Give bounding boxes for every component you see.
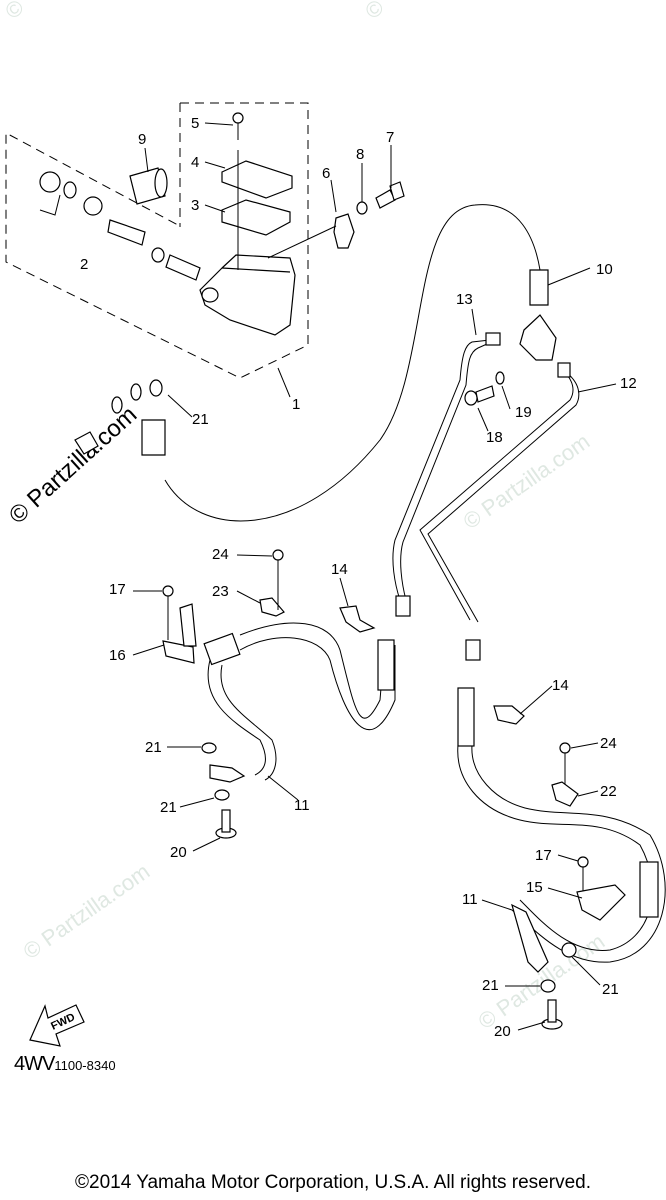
part-12-brake-pipe xyxy=(427,371,580,623)
part-21-washer xyxy=(540,979,556,993)
callout-13: 13 xyxy=(456,291,473,308)
arrow-fwd-icon: FWD xyxy=(29,1004,85,1047)
part-6-holder xyxy=(333,213,355,249)
callout-19: 19 xyxy=(515,404,532,421)
callout-7: 7 xyxy=(386,129,394,146)
part-19-washer xyxy=(495,371,505,385)
part-1-master-cylinder xyxy=(199,254,296,336)
callout-6: 6 xyxy=(322,165,330,182)
watermark-dark: © Partzilla.com xyxy=(4,401,142,529)
callout-20: 20 xyxy=(494,1023,511,1040)
hose-fitting xyxy=(457,687,475,747)
callout-17: 17 xyxy=(109,581,126,598)
callout-24: 24 xyxy=(600,735,617,752)
assembly-1-outline xyxy=(5,102,309,379)
part-10-hose-end xyxy=(529,269,549,306)
part-17-bolt xyxy=(162,585,174,640)
callout-11: 11 xyxy=(462,891,478,908)
part-2-piston-kit xyxy=(39,171,201,281)
copyright-footer: ©2014 Yamaha Motor Corporation, U.S.A. A… xyxy=(75,1172,591,1193)
callout-21: 21 xyxy=(602,981,619,998)
callout-12: 12 xyxy=(620,375,637,392)
part-20-union-bolt xyxy=(541,999,563,1030)
banjo-fitting xyxy=(74,379,166,456)
part-18-bolt xyxy=(464,385,495,406)
part-5-screw xyxy=(232,112,244,270)
callout-21: 21 xyxy=(160,799,177,816)
part-13-brake-pipe xyxy=(400,339,497,601)
part-15-bracket xyxy=(576,884,626,921)
callout-21: 21 xyxy=(192,411,209,428)
callout-11: 11 xyxy=(294,797,310,814)
watermark: © Partzilla.com xyxy=(19,859,155,965)
part-10-brake-hose xyxy=(164,204,541,522)
hose-fitting xyxy=(203,632,241,666)
leader-lines xyxy=(132,122,617,1031)
callout-14: 14 xyxy=(331,561,348,578)
part-21-washer xyxy=(201,742,217,754)
part-16-bracket xyxy=(179,603,197,647)
callout-22: 22 xyxy=(600,783,617,800)
watermark: © Partzilla.com xyxy=(459,429,595,535)
watermark: © xyxy=(361,0,389,24)
callout-20: 20 xyxy=(170,844,187,861)
part-11-brake-hose xyxy=(457,744,653,951)
part-21-washer xyxy=(214,789,230,801)
part-24-bolt xyxy=(272,549,284,610)
callout-9: 9 xyxy=(138,131,146,148)
banjo-fitting xyxy=(511,903,549,973)
part-13-brake-pipe xyxy=(392,339,491,601)
callout-10: 10 xyxy=(596,261,613,278)
callout-4: 4 xyxy=(191,154,199,171)
pipe-fitting xyxy=(395,332,571,661)
callout-24: 24 xyxy=(212,546,229,563)
part-11-brake-hose xyxy=(207,659,266,776)
part-21-washer xyxy=(561,942,577,958)
part-9-boot xyxy=(129,167,168,205)
part-14-clip xyxy=(493,705,525,725)
watermark: © xyxy=(1,0,29,24)
part-14-clip xyxy=(339,605,376,633)
part-20-union-bolt xyxy=(215,809,237,839)
callout-17: 17 xyxy=(535,847,552,864)
callout-21: 21 xyxy=(145,739,162,756)
part-11-brake-hose xyxy=(239,637,396,731)
diagram-code-number: 1100-8340 xyxy=(54,1058,116,1073)
part-7-bolt xyxy=(375,181,405,209)
part-4-cap xyxy=(221,160,293,199)
part-3-diaphragm xyxy=(221,199,291,236)
callout-3: 3 xyxy=(191,197,199,214)
callout-18: 18 xyxy=(486,429,503,446)
part-11-brake-hose xyxy=(239,622,386,719)
hose-fitting xyxy=(639,861,659,918)
hose-fitting xyxy=(377,639,395,691)
callout-15: 15 xyxy=(526,879,543,896)
callout-21: 21 xyxy=(482,977,499,994)
part-8-washer xyxy=(356,201,368,215)
part-23-clamp xyxy=(259,597,285,617)
joint-block xyxy=(519,314,557,361)
callout-1: 1 xyxy=(292,396,300,413)
callout-5: 5 xyxy=(191,115,199,132)
part-17-bolt xyxy=(577,856,589,895)
callout-8: 8 xyxy=(356,146,364,163)
callout-14: 14 xyxy=(552,677,569,694)
part-11-brake-hose xyxy=(471,744,666,963)
diagram-code-prefix: 4WV xyxy=(14,1053,55,1075)
diagram-code: 4WV1100-8340 xyxy=(14,1053,116,1076)
banjo-fitting xyxy=(209,764,246,783)
callout-16: 16 xyxy=(109,647,126,664)
part-11-brake-hose xyxy=(220,664,277,781)
callout-2: 2 xyxy=(80,256,88,273)
callout-23: 23 xyxy=(212,583,229,600)
callout-labels: 5 4 3 9 2 6 8 7 10 13 12 1 21 19 18 24 1… xyxy=(80,115,637,1040)
part-22-clamp xyxy=(551,781,579,807)
